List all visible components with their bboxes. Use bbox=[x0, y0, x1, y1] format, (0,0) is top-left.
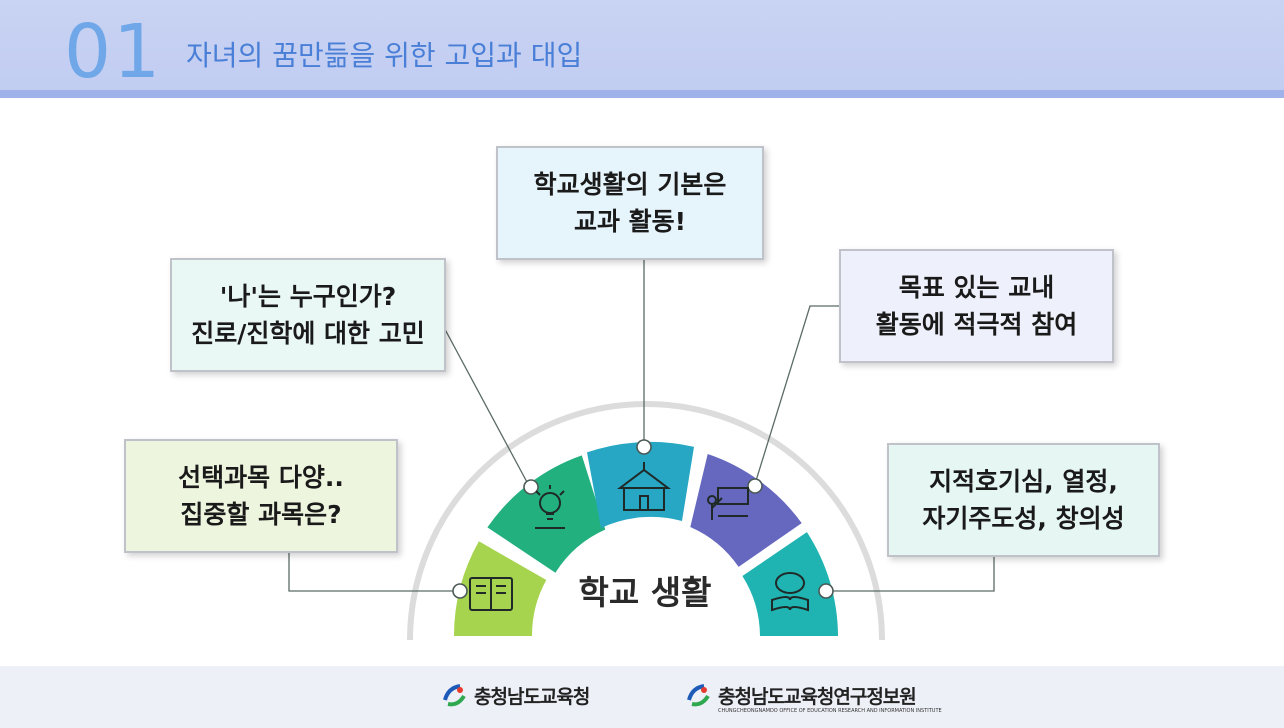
logo-research-institute: 충청남도교육청연구정보원 CHUNGCHEONGNAMDO OFFICE OF … bbox=[684, 680, 942, 714]
lightbulb-icon bbox=[535, 485, 565, 529]
logo-education-office: 충청남도교육청 bbox=[440, 680, 590, 710]
teacher-icon bbox=[707, 487, 749, 520]
box-rmid-line1: 목표 있는 교내 bbox=[898, 273, 1055, 302]
box-lbot-line2: 집중할 과목은? bbox=[180, 500, 342, 529]
box-rbot-line1: 지적호기심, 열정, bbox=[929, 467, 1118, 496]
logo2-subtitle: CHUNGCHEONGNAMDO OFFICE OF EDUCATION RES… bbox=[718, 708, 942, 714]
header-banner: 01 자녀의 꿈만듦을 위한 고입과 대입 bbox=[0, 0, 1284, 98]
connector-lmid bbox=[439, 319, 529, 485]
inner-disc bbox=[530, 520, 762, 636]
dot-lbot bbox=[452, 583, 468, 599]
section-number: 01 bbox=[64, 9, 163, 95]
connector-rbot bbox=[826, 557, 995, 592]
connector-rmid bbox=[754, 305, 839, 485]
dot-rbot bbox=[818, 583, 834, 599]
segment-teacher bbox=[690, 454, 802, 567]
logo1-name: 충청남도교육청 bbox=[474, 685, 590, 708]
education-office-emblem-icon bbox=[443, 684, 466, 707]
box-rbot-line2: 자기주도성, 창의성 bbox=[922, 504, 1125, 533]
research-institute-emblem-icon bbox=[687, 684, 710, 707]
box-lmid-line2: 진로/진학에 대한 고민 bbox=[191, 319, 425, 348]
segment-brain bbox=[742, 532, 838, 636]
box-identity: '나'는 누구인가? 진로/진학에 대한 고민 bbox=[170, 258, 446, 372]
header-underline bbox=[0, 90, 1284, 98]
school-icon bbox=[617, 462, 671, 511]
dot-top bbox=[636, 439, 652, 455]
box-rmid-line2: 활동에 적극적 참여 bbox=[875, 310, 1078, 339]
box-lmid-line1: '나'는 누구인가? bbox=[219, 282, 397, 311]
box-top-line1: 학교생활의 기본은 bbox=[533, 170, 727, 199]
box-traits: 지적호기심, 열정, 자기주도성, 창의성 bbox=[887, 443, 1160, 557]
book-icon bbox=[469, 577, 513, 611]
brain-book-icon bbox=[771, 572, 809, 612]
segment-school bbox=[587, 441, 694, 528]
box-elective: 선택과목 다양.. 집중할 과목은? bbox=[124, 439, 398, 553]
center-label: 학교 생활 bbox=[578, 573, 712, 612]
box-top-line2: 교과 활동! bbox=[573, 207, 687, 236]
outer-arc bbox=[407, 401, 885, 641]
dot-lmid bbox=[523, 479, 539, 495]
connector-lbot bbox=[288, 553, 460, 592]
dot-rmid bbox=[747, 478, 763, 494]
box-curriculum: 학교생활의 기본은 교과 활동! bbox=[496, 146, 764, 260]
box-lbot-line1: 선택과목 다양.. bbox=[178, 463, 344, 492]
box-activities: 목표 있는 교내 활동에 적극적 참여 bbox=[839, 249, 1114, 363]
segment-book bbox=[453, 541, 547, 636]
connector-lines bbox=[288, 260, 995, 592]
page-title: 자녀의 꿈만듦을 위한 고입과 대입 bbox=[186, 39, 583, 72]
footer bbox=[0, 666, 1284, 728]
logo2-name: 충청남도교육청연구정보원 bbox=[718, 685, 917, 708]
